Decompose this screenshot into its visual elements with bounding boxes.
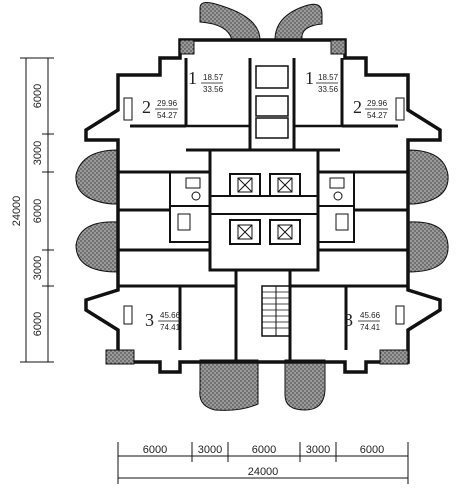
elevator-shafts	[229, 65, 301, 245]
left-dim-segment-4: 3000	[32, 256, 44, 280]
svg-text:45.66: 45.66	[360, 311, 381, 320]
balcony-bottom-right	[284, 359, 326, 411]
left-dim-segment-3: 6000	[32, 199, 44, 223]
unit-label-1-right: 1 18.57 33.56	[305, 68, 339, 94]
balcony-bottom-left	[199, 359, 259, 411]
left-dim-segment-5: 6000	[32, 312, 44, 336]
svg-text:1: 1	[188, 68, 197, 88]
svg-text:33.56: 33.56	[203, 85, 224, 94]
bottom-dim-segment-1: 6000	[143, 444, 167, 456]
unit-label-3-left: 3 45.66 74.41	[145, 310, 181, 332]
svg-text:33.56: 33.56	[318, 85, 339, 94]
balcony-left-lower	[75, 221, 119, 273]
svg-text:1: 1	[305, 68, 314, 88]
left-dim-segment-1: 6000	[32, 84, 44, 108]
interior-walls	[118, 58, 408, 362]
svg-text:3: 3	[145, 310, 154, 330]
bottom-dim-segment-3: 6000	[252, 444, 276, 456]
svg-text:2: 2	[353, 97, 362, 117]
unit-label-1-left: 1 18.57 33.56	[188, 68, 224, 94]
bottom-dimension-chain	[117, 442, 409, 484]
svg-text:74.41: 74.41	[360, 323, 381, 332]
left-dimension-chain	[20, 57, 54, 363]
bottom-dim-segment-5: 6000	[360, 444, 384, 456]
left-dim-total: 24000	[11, 196, 23, 227]
bottom-dim-total: 24000	[248, 466, 279, 478]
unit-label-3-right: 3 45.66 74.41	[344, 310, 381, 332]
balcony-right-lower	[407, 221, 449, 273]
left-dim-segment-2: 3000	[32, 141, 44, 165]
svg-text:3: 3	[344, 310, 353, 330]
svg-text:74.41: 74.41	[160, 323, 181, 332]
svg-text:54.27: 54.27	[367, 111, 388, 120]
stair-treads	[262, 291, 290, 329]
outer-walls	[84, 38, 442, 374]
svg-text:2: 2	[142, 97, 151, 117]
unit-label-2-left: 2 29.96 54.27	[142, 97, 178, 120]
unit-label-2-right: 2 29.96 54.27	[353, 97, 388, 120]
bottom-dim-segment-2: 3000	[198, 444, 222, 456]
svg-text:18.57: 18.57	[203, 73, 224, 82]
svg-text:45.66: 45.66	[160, 311, 181, 320]
bottom-dim-segment-4: 3000	[306, 444, 330, 456]
svg-text:54.27: 54.27	[157, 111, 178, 120]
balcony-right-upper	[407, 149, 449, 205]
bathroom-fixtures	[123, 97, 405, 325]
svg-text:18.57: 18.57	[318, 73, 339, 82]
balcony-top-right	[274, 3, 323, 41]
svg-text:29.96: 29.96	[367, 99, 388, 108]
balcony-top-left	[199, 2, 261, 41]
svg-text:29.96: 29.96	[157, 99, 178, 108]
balcony-left-upper	[75, 149, 119, 205]
